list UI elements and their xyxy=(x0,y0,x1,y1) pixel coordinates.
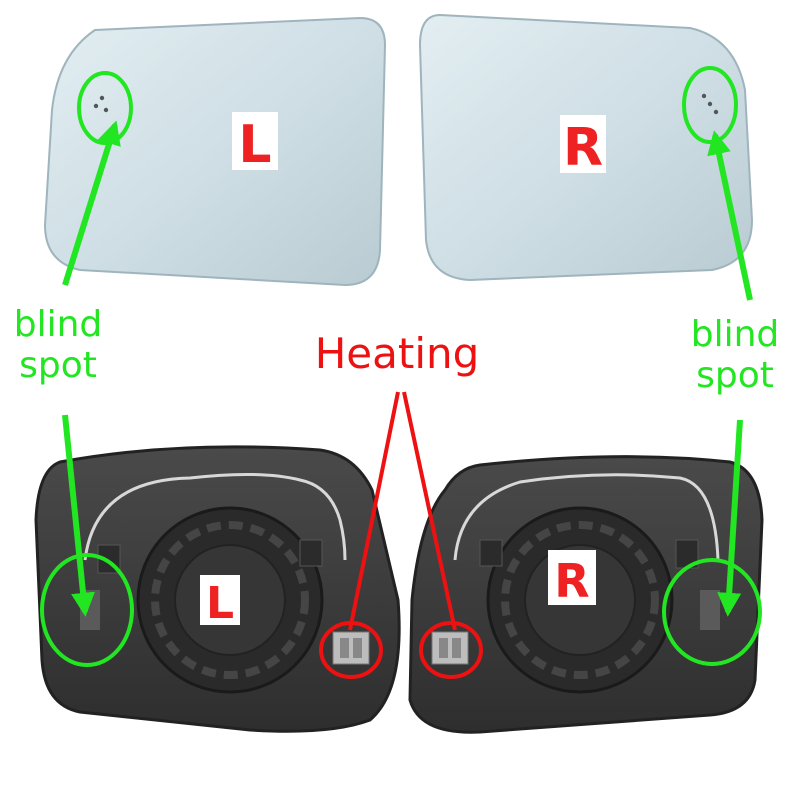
left-bottom-blind-spot-arrow xyxy=(62,414,95,617)
left-heating-connector-circle xyxy=(319,621,383,679)
right-glass-letter: R xyxy=(563,118,603,178)
right-glass-sensor-dots-icon xyxy=(701,93,719,115)
heating-callouts xyxy=(319,391,483,679)
blind-spot-left-line1: blind xyxy=(14,304,103,345)
heating-label: Heating xyxy=(315,329,480,378)
left-glass-letter-bg xyxy=(232,112,278,170)
left-top-blind-spot-arrow xyxy=(62,120,121,286)
left-back-letter-bg xyxy=(200,575,240,625)
left-back-blind-spot-circle xyxy=(40,553,134,667)
right-back-letter-bg xyxy=(548,550,596,605)
blind-spot-left-line2: spot xyxy=(19,345,97,386)
right-top-blind-spot-arrow xyxy=(707,130,753,301)
right-back-blind-spot-circle xyxy=(662,558,762,666)
blind-spot-right-line1: blind xyxy=(691,314,780,355)
left-mirror-glass xyxy=(43,16,387,287)
left-glass-sensor-dots-icon xyxy=(93,95,109,113)
heating-arrow-right xyxy=(402,391,457,631)
right-glass-letter-bg xyxy=(560,115,606,173)
right-back-letter: R xyxy=(554,554,589,608)
blind-spot-right-line2: spot xyxy=(696,355,774,396)
blind-spot-callouts xyxy=(40,66,762,667)
right-bottom-blind-spot-arrow xyxy=(717,419,743,617)
left-back-letter: L xyxy=(206,578,234,629)
right-heating-connector-circle xyxy=(419,621,483,679)
left-glass-letter: L xyxy=(238,115,271,175)
heating-arrow-left xyxy=(348,391,400,631)
